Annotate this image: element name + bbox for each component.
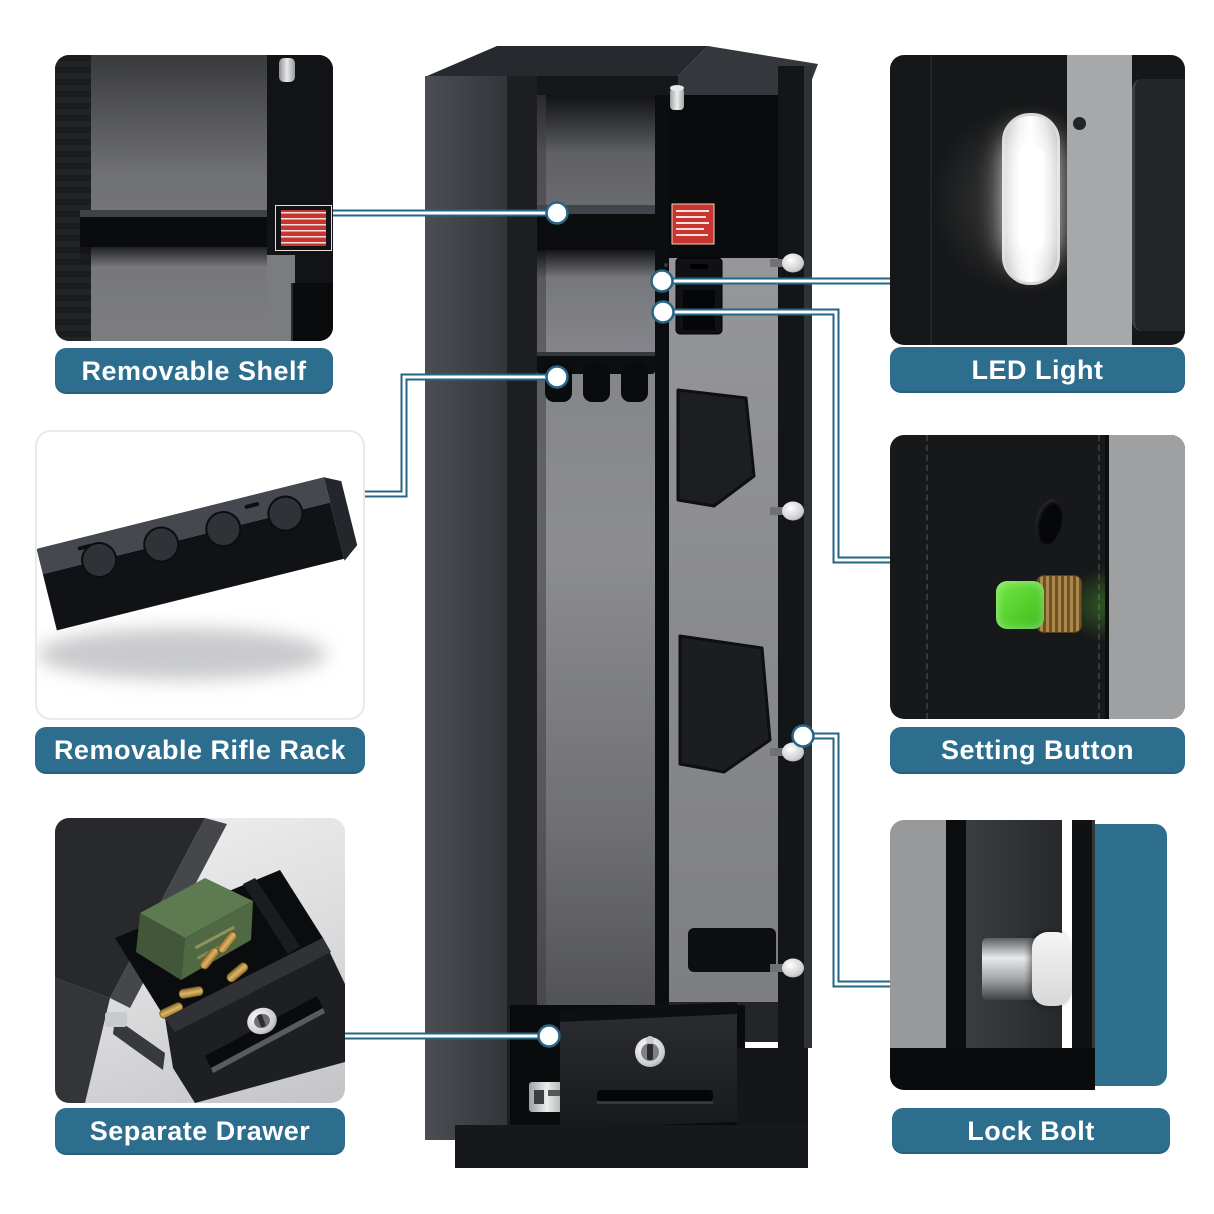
rifle-rack-shadow xyxy=(37,628,327,680)
shelf-photo-shelf-top xyxy=(80,210,267,217)
drawer-drawing xyxy=(55,818,345,1103)
label-removable-rifle-rack-text: Removable Rifle Rack xyxy=(53,735,347,765)
label-lock-bolt: Lock Bolt xyxy=(892,1108,1170,1154)
shelf-photo-left-frame xyxy=(55,55,91,341)
shelf-photo-hinge-pin xyxy=(279,58,295,82)
shelf-photo-shelf xyxy=(80,217,267,247)
label-separate-drawer: Separate Drawer xyxy=(55,1108,345,1155)
label-separate-drawer-text: Separate Drawer xyxy=(89,1116,311,1146)
dot-setting-button xyxy=(651,300,675,324)
connector-removable-rifle-rack xyxy=(365,373,548,498)
dot-removable-rifle-rack xyxy=(545,365,569,389)
dot-led-light xyxy=(650,269,674,293)
label-led-light: LED Light xyxy=(890,347,1185,393)
dot-lock-bolt xyxy=(791,724,815,748)
door-hinge-pin xyxy=(670,85,684,110)
lockbolt-cap xyxy=(1032,932,1072,1006)
rifle-rack-bar xyxy=(37,477,358,631)
led-capsule xyxy=(1002,113,1060,285)
setting-button-cap xyxy=(996,581,1044,629)
led-panel-seam xyxy=(930,55,932,345)
dot-removable-shelf xyxy=(545,201,569,225)
lockbolt-bottom-band xyxy=(890,1048,1095,1090)
label-lock-bolt-text: Lock Bolt xyxy=(967,1115,1095,1146)
door-edge xyxy=(670,66,812,1048)
photo-removable-rifle-rack xyxy=(35,430,365,720)
photo-separate-drawer xyxy=(55,818,345,1103)
setting-stitch-left xyxy=(926,435,928,719)
photo-led-light xyxy=(890,55,1185,345)
drawer-handle xyxy=(597,1090,713,1104)
label-removable-shelf-text: Removable Shelf xyxy=(81,355,307,386)
connector-setting-button xyxy=(672,308,890,564)
rifle-rack-drawing xyxy=(37,477,358,680)
led-glow-core xyxy=(1018,144,1044,252)
setting-felt-wall xyxy=(1105,435,1185,719)
lockbolt-edge-strip xyxy=(1072,820,1095,1090)
lockbolt-frame-strip xyxy=(946,820,966,1090)
drawer-front-face xyxy=(165,938,345,1103)
door-bottom-bar xyxy=(688,928,776,972)
label-removable-rifle-rack: Removable Rifle Rack xyxy=(35,727,365,774)
safe-front-frame xyxy=(507,76,537,1140)
key-lock xyxy=(635,1036,665,1067)
warning-label xyxy=(671,203,715,245)
safe-interior xyxy=(537,95,657,1007)
label-setting-button-text: Setting Button xyxy=(941,735,1134,765)
callout-dots xyxy=(537,201,815,1048)
door-pocket-upper xyxy=(676,388,756,508)
shelf-photo-felt-patch xyxy=(267,255,295,341)
dot-separate-drawer xyxy=(537,1024,561,1048)
setting-stitch-right xyxy=(1098,435,1100,719)
drawer-slide-lock xyxy=(529,1082,565,1112)
photo-lock-bolt xyxy=(890,820,1185,1090)
shelf-photo-warning-label xyxy=(275,205,332,251)
shelf-photo-device xyxy=(291,283,333,341)
led-side-panel xyxy=(1132,79,1185,331)
door-pocket-lower xyxy=(678,634,772,774)
led-mount-hole xyxy=(1073,117,1086,130)
shelf-photo-interior xyxy=(91,55,267,341)
label-removable-shelf: Removable Shelf xyxy=(55,348,333,394)
lock-bolts xyxy=(770,253,804,978)
led-felt-wall xyxy=(1067,55,1132,345)
shelf-photo-shelf-shadow xyxy=(80,247,267,267)
bullets xyxy=(159,931,249,1019)
photo-removable-shelf xyxy=(55,55,333,341)
shelf xyxy=(537,205,657,278)
photo-setting-button xyxy=(890,435,1185,719)
label-setting-button: Setting Button xyxy=(890,727,1185,774)
safe-left-panel xyxy=(425,76,507,1140)
label-led-light-text: LED Light xyxy=(971,354,1104,385)
lockbolt-teal-panel xyxy=(1095,824,1167,1086)
lockbolt-felt-wall xyxy=(890,820,946,1090)
connector-lock-bolt xyxy=(812,732,890,988)
